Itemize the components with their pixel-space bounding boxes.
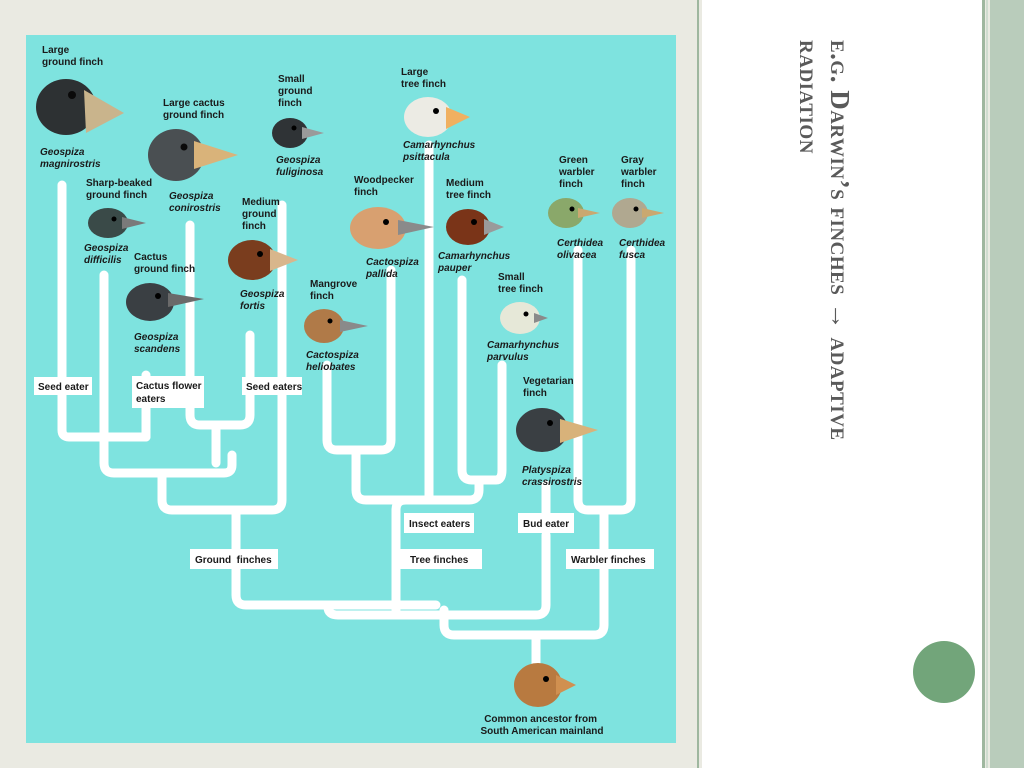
bird-large-tree-finch-image	[404, 97, 470, 137]
finch-common-name: Cactus ground finch	[134, 252, 195, 275]
group-label-warbler-finches: Warbler finches	[571, 555, 646, 566]
bird-woodpecker-finch-image	[350, 207, 434, 249]
finch-phylogeny-diagram: Seed eater Cactus flower eaters Seed eat…	[26, 35, 676, 743]
branch	[391, 475, 484, 545]
divider-line	[986, 0, 988, 768]
finch-common-name: Large cactus ground finch	[163, 98, 227, 121]
finch-scientific-name: Camarhynchus parvulus	[486, 340, 562, 363]
diet-label-cactus-flower-eaters: eaters	[136, 394, 166, 405]
finch-scientific-name: Geospiza scandens	[134, 332, 181, 355]
slide-title-line: radiation	[794, 40, 824, 154]
bird-medium-tree-finch-image	[446, 209, 504, 245]
divider-line	[697, 0, 699, 768]
diet-label-cactus-flower-eaters: Cactus flower	[136, 381, 202, 392]
slide-title: e.g. Darwin’s finches → adaptive radiati…	[745, 40, 855, 660]
finch-common-name: Small ground finch	[278, 74, 315, 109]
finch-common-name: Mangrove finch	[310, 279, 360, 302]
bird-mangrove-finch-image	[304, 309, 368, 343]
side-strip	[990, 0, 1024, 768]
branch	[573, 245, 636, 515]
bird-gray-warbler-finch-image	[612, 198, 664, 228]
finch-scientific-name: Geospiza magnirostris	[40, 147, 101, 170]
finch-scientific-name: Geospiza difficilis	[84, 243, 131, 266]
finch-common-name: Medium ground finch	[242, 197, 283, 232]
phylogeny-branches	[57, 140, 636, 675]
finch-common-name: Large tree finch	[401, 67, 446, 90]
finch-common-name: Vegetarian finch	[523, 376, 576, 399]
bird-common-ancestor-image	[514, 663, 576, 707]
finch-common-name: Medium tree finch	[446, 178, 491, 201]
diet-label-seed-eater: Seed eater	[38, 382, 89, 393]
title-panel	[702, 0, 982, 768]
finch-scientific-name: Geospiza conirostris	[169, 191, 221, 214]
finch-scientific-name: Camarhynchus pauper	[437, 251, 513, 274]
branch	[231, 505, 441, 610]
finch-common-name: Gray warbler finch	[620, 155, 659, 190]
label-boxes	[34, 376, 654, 569]
divider-line	[982, 0, 985, 768]
branch	[99, 270, 237, 478]
finch-common-name: Large ground finch	[42, 45, 103, 68]
diet-label-bud-eater: Bud eater	[523, 519, 569, 530]
branch	[351, 445, 434, 505]
finch-common-name: Woodpecker finch	[354, 175, 417, 198]
branch	[439, 505, 609, 640]
bird-medium-ground-finch-image	[228, 240, 298, 280]
finch-scientific-name: Cactospiza heliobates	[306, 350, 362, 373]
finch-scientific-name: Cactospiza pallida	[365, 257, 422, 280]
finch-common-name: Small tree finch	[498, 272, 543, 295]
decorative-circle	[913, 641, 975, 703]
group-label-ground-finches: Ground finches	[195, 555, 272, 566]
bird-large-ground-finch-image	[36, 79, 124, 135]
branch	[157, 200, 287, 515]
bird-green-warbler-finch-image	[548, 198, 600, 228]
bird-cactus-ground-finch-image	[126, 283, 204, 321]
finch-scientific-name: Geospiza fortis	[240, 289, 287, 312]
slide-title-line: e.g. Darwin’s finches → adaptive	[825, 40, 855, 441]
group-label-tree-finches: Tree finches	[410, 555, 469, 566]
diet-label-insect-eaters: Insect eaters	[409, 519, 471, 530]
common-ancestor-label: Common ancestor from South American main…	[481, 714, 604, 737]
branch	[323, 530, 551, 620]
finch-common-name: Green warbler finch	[558, 155, 597, 190]
finch-scientific-name: Certhidea fusca	[619, 238, 668, 261]
bird-small-ground-finch-image	[272, 118, 324, 148]
branch	[457, 275, 507, 485]
bird-vegetarian-finch-image	[516, 408, 598, 452]
bird-small-tree-finch-image	[500, 302, 548, 334]
finch-common-name: Sharp-beaked ground finch	[86, 178, 155, 201]
finch-scientific-name: Geospiza fuliginosa	[276, 155, 324, 178]
finch-scientific-name: Certhidea olivacea	[557, 238, 606, 261]
diet-label-seed-eaters: Seed eaters	[246, 382, 303, 393]
finch-scientific-name: Camarhynchus psittacula	[402, 140, 478, 163]
bird-sharp-beaked-ground-finch-image	[88, 208, 146, 238]
finch-scientific-name: Platyspiza crassirostris	[522, 465, 582, 488]
branch	[57, 180, 151, 442]
bird-large-cactus-ground-finch-image	[148, 129, 238, 181]
